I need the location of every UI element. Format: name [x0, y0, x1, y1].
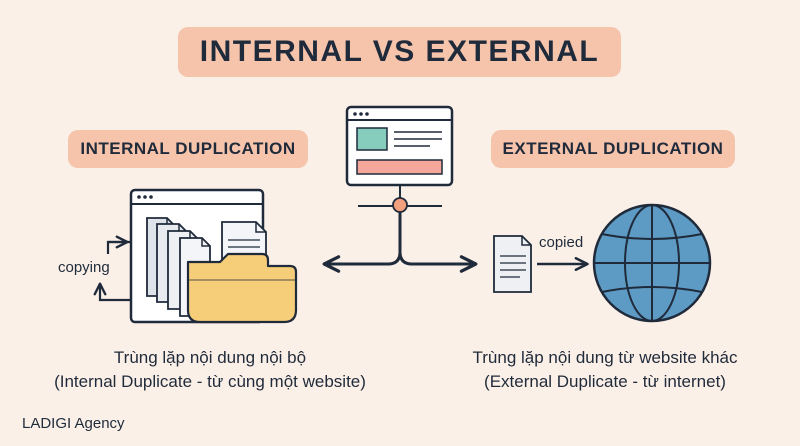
copied-label: copied: [539, 234, 584, 251]
document-icon: [493, 235, 532, 293]
external-caption-line2: (External Duplicate - từ internet): [484, 372, 726, 391]
external-caption: Trùng lặp nội dung từ website khác (Exte…: [440, 346, 770, 394]
folder-icon: [186, 252, 298, 324]
external-caption-line1: Trùng lặp nội dung từ website khác: [472, 348, 738, 367]
browser-window-icon: [345, 105, 454, 187]
external-duplication-label: EXTERNAL DUPLICATION: [491, 130, 735, 168]
internal-duplication-label: INTERNAL DUPLICATION: [68, 130, 308, 168]
internal-caption-line2: (Internal Duplicate - từ cùng một websit…: [54, 372, 366, 391]
globe-icon: [592, 203, 712, 323]
copying-label: copying: [58, 259, 110, 276]
main-title: INTERNAL VS EXTERNAL: [178, 27, 621, 77]
internal-caption: Trùng lặp nội dung nội bộ (Internal Dupl…: [30, 346, 390, 394]
split-arrow-icon: [322, 185, 478, 273]
copying-loop-arrow-icon: [93, 235, 131, 302]
internal-caption-line1: Trùng lặp nội dung nội bộ: [113, 348, 307, 367]
brand-label: LADIGI Agency: [22, 415, 125, 432]
